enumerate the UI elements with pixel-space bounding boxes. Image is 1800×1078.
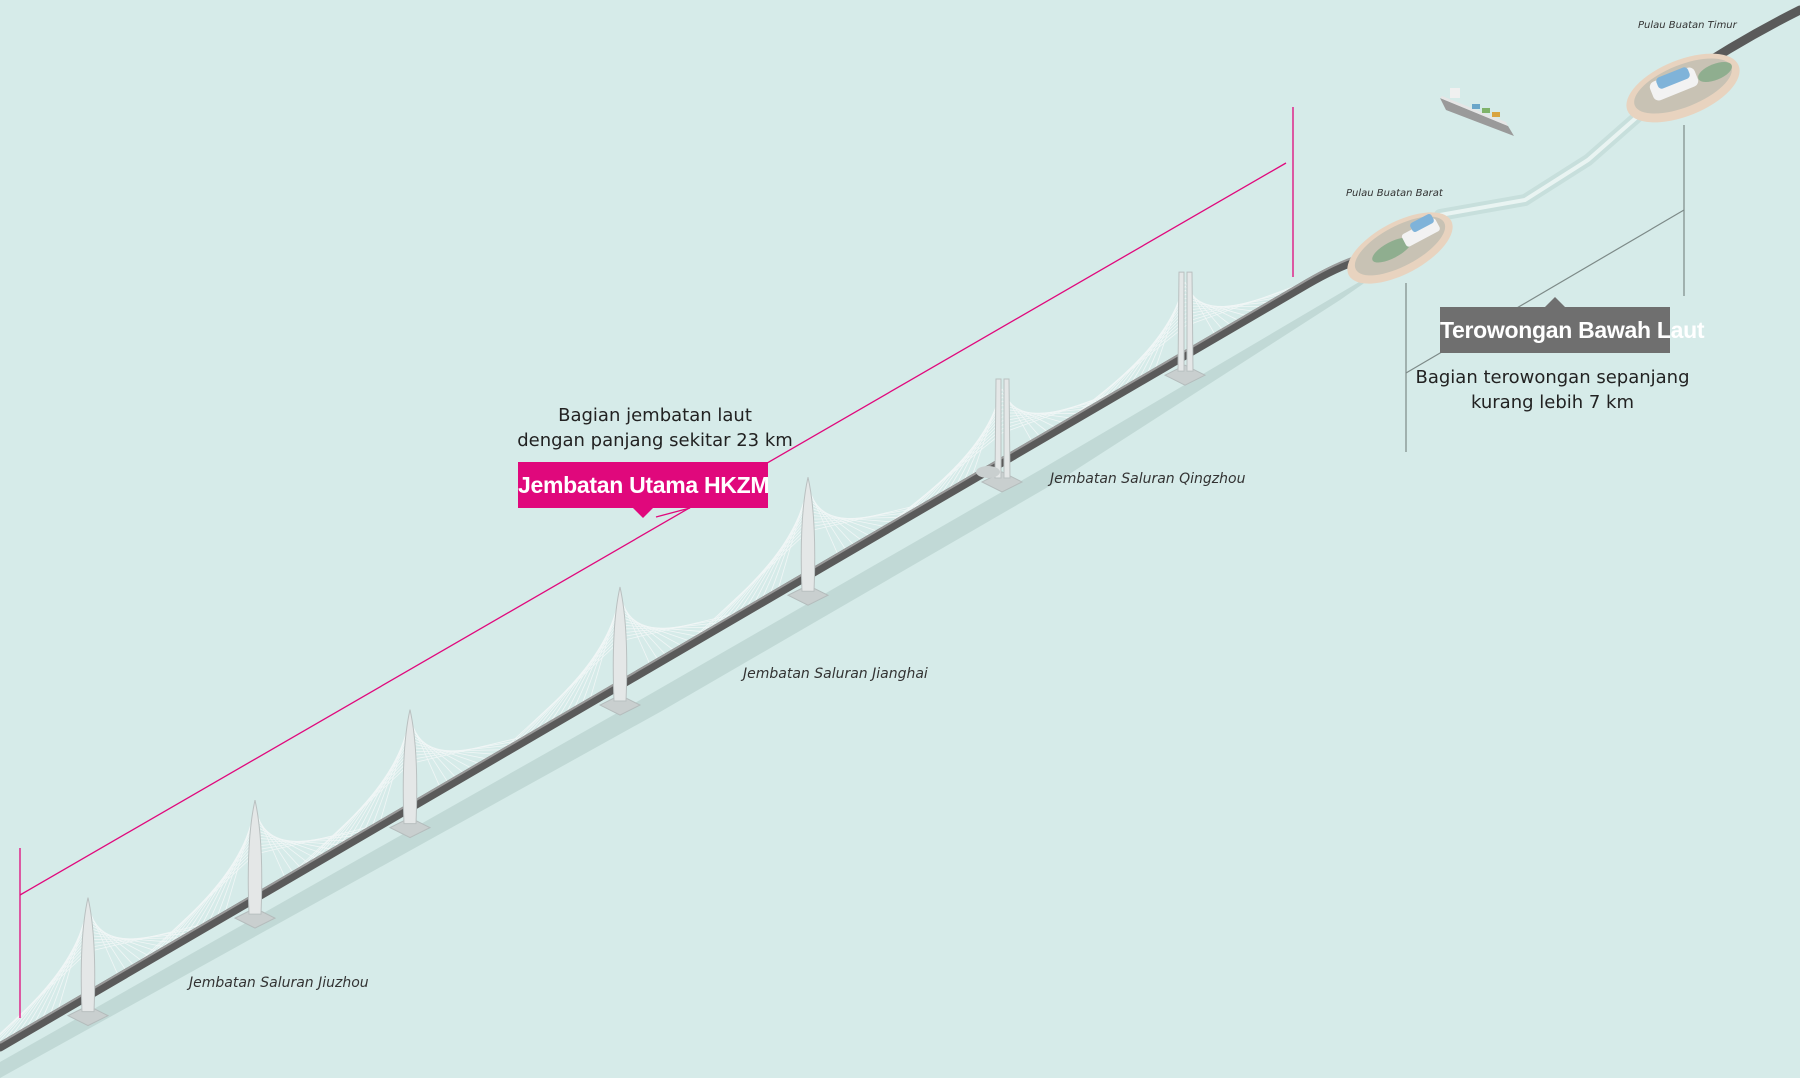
stay-cable — [891, 428, 1003, 524]
pylon-group — [66, 271, 1207, 1027]
stay-cable — [1001, 403, 1097, 422]
stay-cable — [409, 731, 465, 774]
tunnel-title-tag: Terowongan Bawah Laut — [1440, 297, 1704, 353]
stay-cable — [1184, 292, 1288, 319]
bridge-shadow — [0, 258, 1400, 1078]
pylon-foundation — [233, 907, 277, 929]
stay-cable — [87, 911, 127, 971]
pylon-foundation — [976, 465, 1000, 478]
stay-cable — [409, 723, 449, 783]
stay-cable — [689, 530, 809, 642]
pylon-tower — [1177, 271, 1194, 372]
stay-cable — [87, 915, 135, 967]
stay-cable — [1082, 317, 1186, 412]
stay-cable — [254, 821, 310, 864]
stay-cable — [1074, 321, 1186, 417]
tunnel-description: Bagian terowongan sepanjang kurang lebih… — [1405, 365, 1700, 415]
stay-cable — [409, 735, 529, 765]
stay-cable — [254, 813, 294, 874]
west-island — [1347, 212, 1453, 284]
stay-cable — [1001, 399, 1105, 426]
east-island — [1626, 53, 1740, 123]
tunnel-description-line2: kurang lebih 7 km — [1470, 392, 1635, 413]
stay-cable — [0, 947, 89, 1036]
label-qingzhou: Jembatan Saluran Qingzhou — [1050, 471, 1246, 487]
stay-cable — [501, 640, 621, 752]
stay-cable — [619, 600, 659, 661]
label-jiuzhou: Jembatan Saluran Jiuzhou — [189, 975, 369, 991]
stay-cable — [883, 432, 1003, 529]
stay-cable — [371, 723, 411, 827]
stay-cable — [619, 608, 675, 651]
stay-cable — [0, 951, 89, 1035]
bridge-description-line1: Bagian jembatan laut — [558, 405, 752, 426]
stay-cable — [807, 502, 927, 532]
label-west-island: Pulau Buatan Barat — [1346, 188, 1443, 199]
pylon-tower — [800, 477, 816, 592]
stay-cable — [87, 919, 143, 962]
stay-cable — [899, 424, 1003, 519]
stay-cable — [907, 420, 1003, 515]
pylon-tower — [994, 378, 1011, 479]
label-jianghai: Jembatan Saluran Jianghai — [743, 666, 928, 682]
stay-cable — [807, 491, 847, 551]
pylon-foundation — [786, 584, 830, 606]
cargo-ship — [1440, 88, 1514, 136]
stay-cable — [49, 911, 89, 1015]
stay-cable — [509, 636, 621, 747]
pylon-tower — [247, 800, 263, 915]
stay-cable — [254, 825, 374, 855]
pylon-tower — [402, 709, 418, 825]
stay-cable — [409, 740, 521, 761]
pylon-foundation — [598, 694, 642, 716]
stay-cable — [254, 817, 302, 869]
pylon-foundation — [66, 1005, 110, 1027]
stay-cable — [807, 498, 863, 542]
bridge-span-bracket — [19, 107, 1294, 1018]
stay-cable — [1184, 282, 1304, 327]
stay-cable — [697, 526, 809, 637]
stay-cable — [1184, 287, 1296, 323]
stay-cable — [136, 853, 256, 965]
stay-cable — [807, 507, 919, 528]
stay-cable — [619, 604, 667, 656]
stay-cable — [1066, 325, 1186, 422]
stay-cable — [807, 494, 855, 546]
label-east-island: Pulau Buatan Timur — [1638, 20, 1737, 31]
bridge-description-line2: dengan panjang sekitar 23 km — [517, 430, 793, 451]
stay-cable — [216, 813, 256, 918]
tunnel-path-highlight — [1439, 108, 1647, 217]
stay-cable — [254, 830, 366, 851]
pylon-tower — [80, 897, 96, 1013]
bridge-title-tag: Jembatan Utama HKZM — [518, 462, 769, 518]
stay-cable — [299, 759, 411, 870]
stay-cable — [144, 849, 256, 960]
stay-cable — [769, 491, 809, 595]
tunnel-description-line1: Bagian terowongan sepanjang — [1415, 367, 1690, 388]
stay-cable — [581, 600, 621, 705]
stay-cable — [1184, 296, 1280, 315]
stay-cable — [619, 612, 739, 642]
stay-cable — [1090, 313, 1186, 408]
stay-cable — [291, 763, 411, 874]
stay-cables — [0, 281, 1304, 1044]
stay-cable — [409, 727, 457, 779]
pylon-tower — [612, 586, 628, 702]
pylon-foundation — [388, 817, 432, 839]
bridge-description: Bagian jembatan laut dengan panjang seki… — [505, 403, 805, 453]
